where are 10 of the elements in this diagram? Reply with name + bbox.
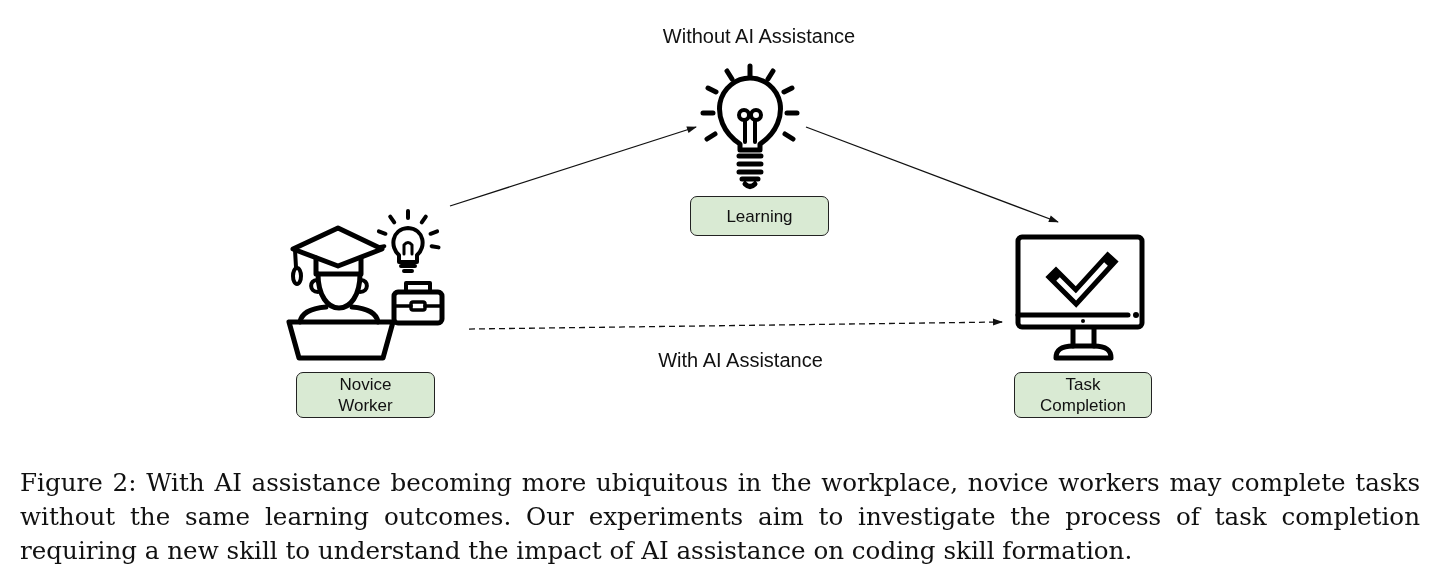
arrow	[805, 126, 1059, 223]
arrow	[449, 126, 697, 207]
light-bulb-icon	[700, 62, 800, 192]
path-label: Without AI Assistance	[662, 24, 856, 48]
dashed-arrow	[468, 318, 1003, 330]
process-box: Novice Worker	[296, 372, 435, 418]
process-box: Task Completion	[1014, 372, 1152, 418]
figure-caption: Figure 2: With AI assistance becoming more ubiquitous in the workplace, novice workers may complete tasks without the same learning outcomes. Our experiments aim to investigate the process of task completion requiring a new skill to understand the impact of AI assistance on coding skill formation.	[20, 467, 1420, 567]
monitor-check-icon	[1014, 234, 1146, 362]
process-box: Learning	[690, 196, 829, 236]
